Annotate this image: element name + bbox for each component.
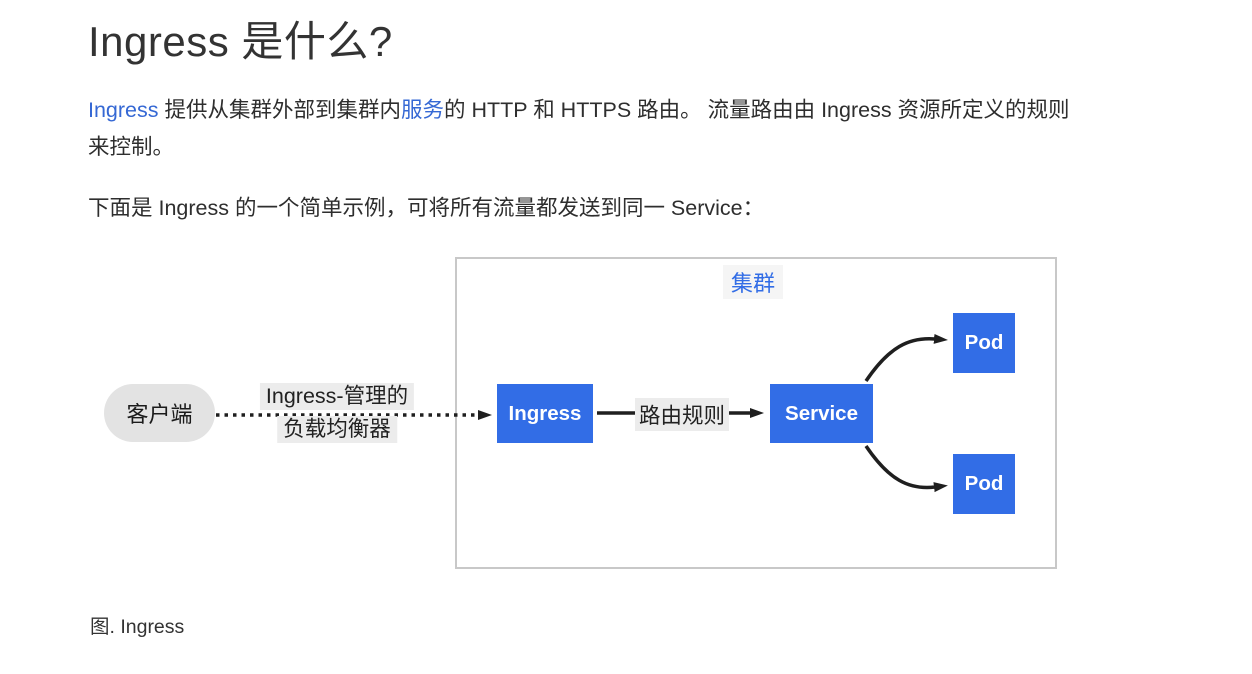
pod-node-top: Pod (953, 313, 1015, 373)
intro-paragraph: Ingress 提供从集群外部到集群内服务的 HTTP 和 HTTPS 路由。 … (88, 92, 1073, 166)
page-title: Ingress 是什么? (88, 18, 393, 65)
example-paragraph: 下面是 Ingress 的一个简单示例，可将所有流量都发送到同一 Service… (88, 196, 765, 220)
routing-rule-label: 路由规则 (634, 398, 730, 431)
load-balancer-label-line1: Ingress-管理的 (259, 383, 415, 410)
cluster-label: 集群 (723, 265, 784, 299)
cluster-boundary-box (455, 257, 1057, 569)
intro-text-1: 提供从集群外部到集群内 (158, 98, 401, 122)
client-node: 客户端 (104, 384, 215, 442)
service-node: Service (770, 384, 873, 443)
intro-text-2: 的 HTTP 和 HTTPS 路由。 流量路由由 Ingress 资源所定义的规… (88, 98, 1070, 159)
load-balancer-label-line2: 负载均衡器 (277, 416, 397, 443)
pod-node-bottom: Pod (953, 454, 1015, 514)
ingress-link[interactable]: Ingress (88, 98, 159, 122)
service-link[interactable]: 服务 (401, 98, 445, 122)
figure-caption: 图. Ingress (90, 616, 185, 638)
ingress-node: Ingress (497, 384, 593, 443)
